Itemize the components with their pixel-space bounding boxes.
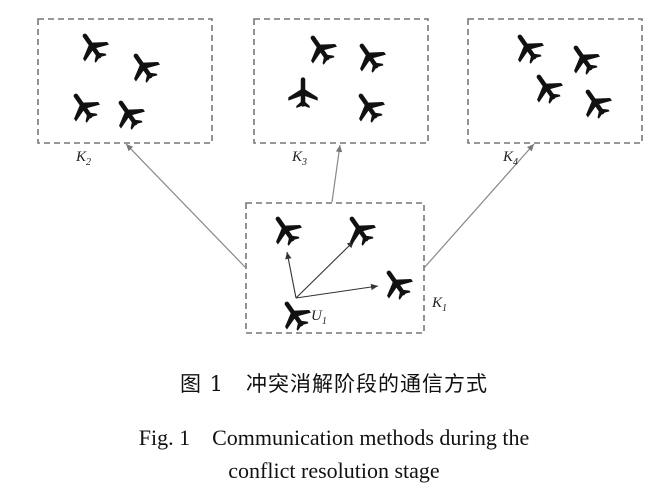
aircraft-icon	[288, 77, 318, 108]
communication-diagram: K2 K3 K4 K1 U1	[37, 18, 643, 336]
box-k3	[253, 18, 429, 144]
label-k3: K3	[291, 149, 307, 168]
figure-caption-en-line2: conflict resolution stage	[228, 458, 440, 483]
aircraft-icon	[299, 27, 342, 70]
arrow-k1-to-k2	[125, 143, 247, 269]
aircraft-icon	[347, 85, 390, 128]
label-k1: K1	[431, 295, 447, 314]
aircraft-icon	[122, 45, 165, 88]
aircraft-icon	[62, 85, 105, 128]
aircraft-icon	[562, 37, 605, 80]
aircraft-icon	[107, 92, 150, 135]
figure-caption-en-line1: Fig. 1 Communication methods during the	[138, 425, 530, 450]
label-k4: K4	[502, 149, 518, 168]
aircraft-icon	[348, 35, 391, 78]
box-k2	[37, 18, 213, 144]
own-aircraft-icon	[273, 293, 316, 336]
aircraft-icon	[525, 66, 568, 109]
aircraft-icon	[71, 25, 114, 68]
aircraft-icon	[375, 262, 418, 305]
arrow-u1-1	[285, 251, 297, 299]
figure-caption-cn: 图 1 冲突消解阶段的通信方式	[179, 372, 489, 396]
box-k1	[245, 202, 425, 334]
arrow-u1-3	[295, 283, 379, 299]
aircraft-icon	[338, 208, 381, 251]
aircraft-icon	[506, 26, 549, 69]
arrow-k1-to-k3	[331, 144, 343, 203]
aircraft-icon	[574, 81, 617, 124]
box-k4	[467, 18, 643, 144]
arrow-u1-2	[295, 240, 355, 299]
arrow-k1-to-k4	[423, 143, 535, 269]
label-u1: U1	[311, 308, 327, 327]
aircraft-icon	[264, 208, 307, 251]
label-k2: K2	[75, 149, 91, 168]
